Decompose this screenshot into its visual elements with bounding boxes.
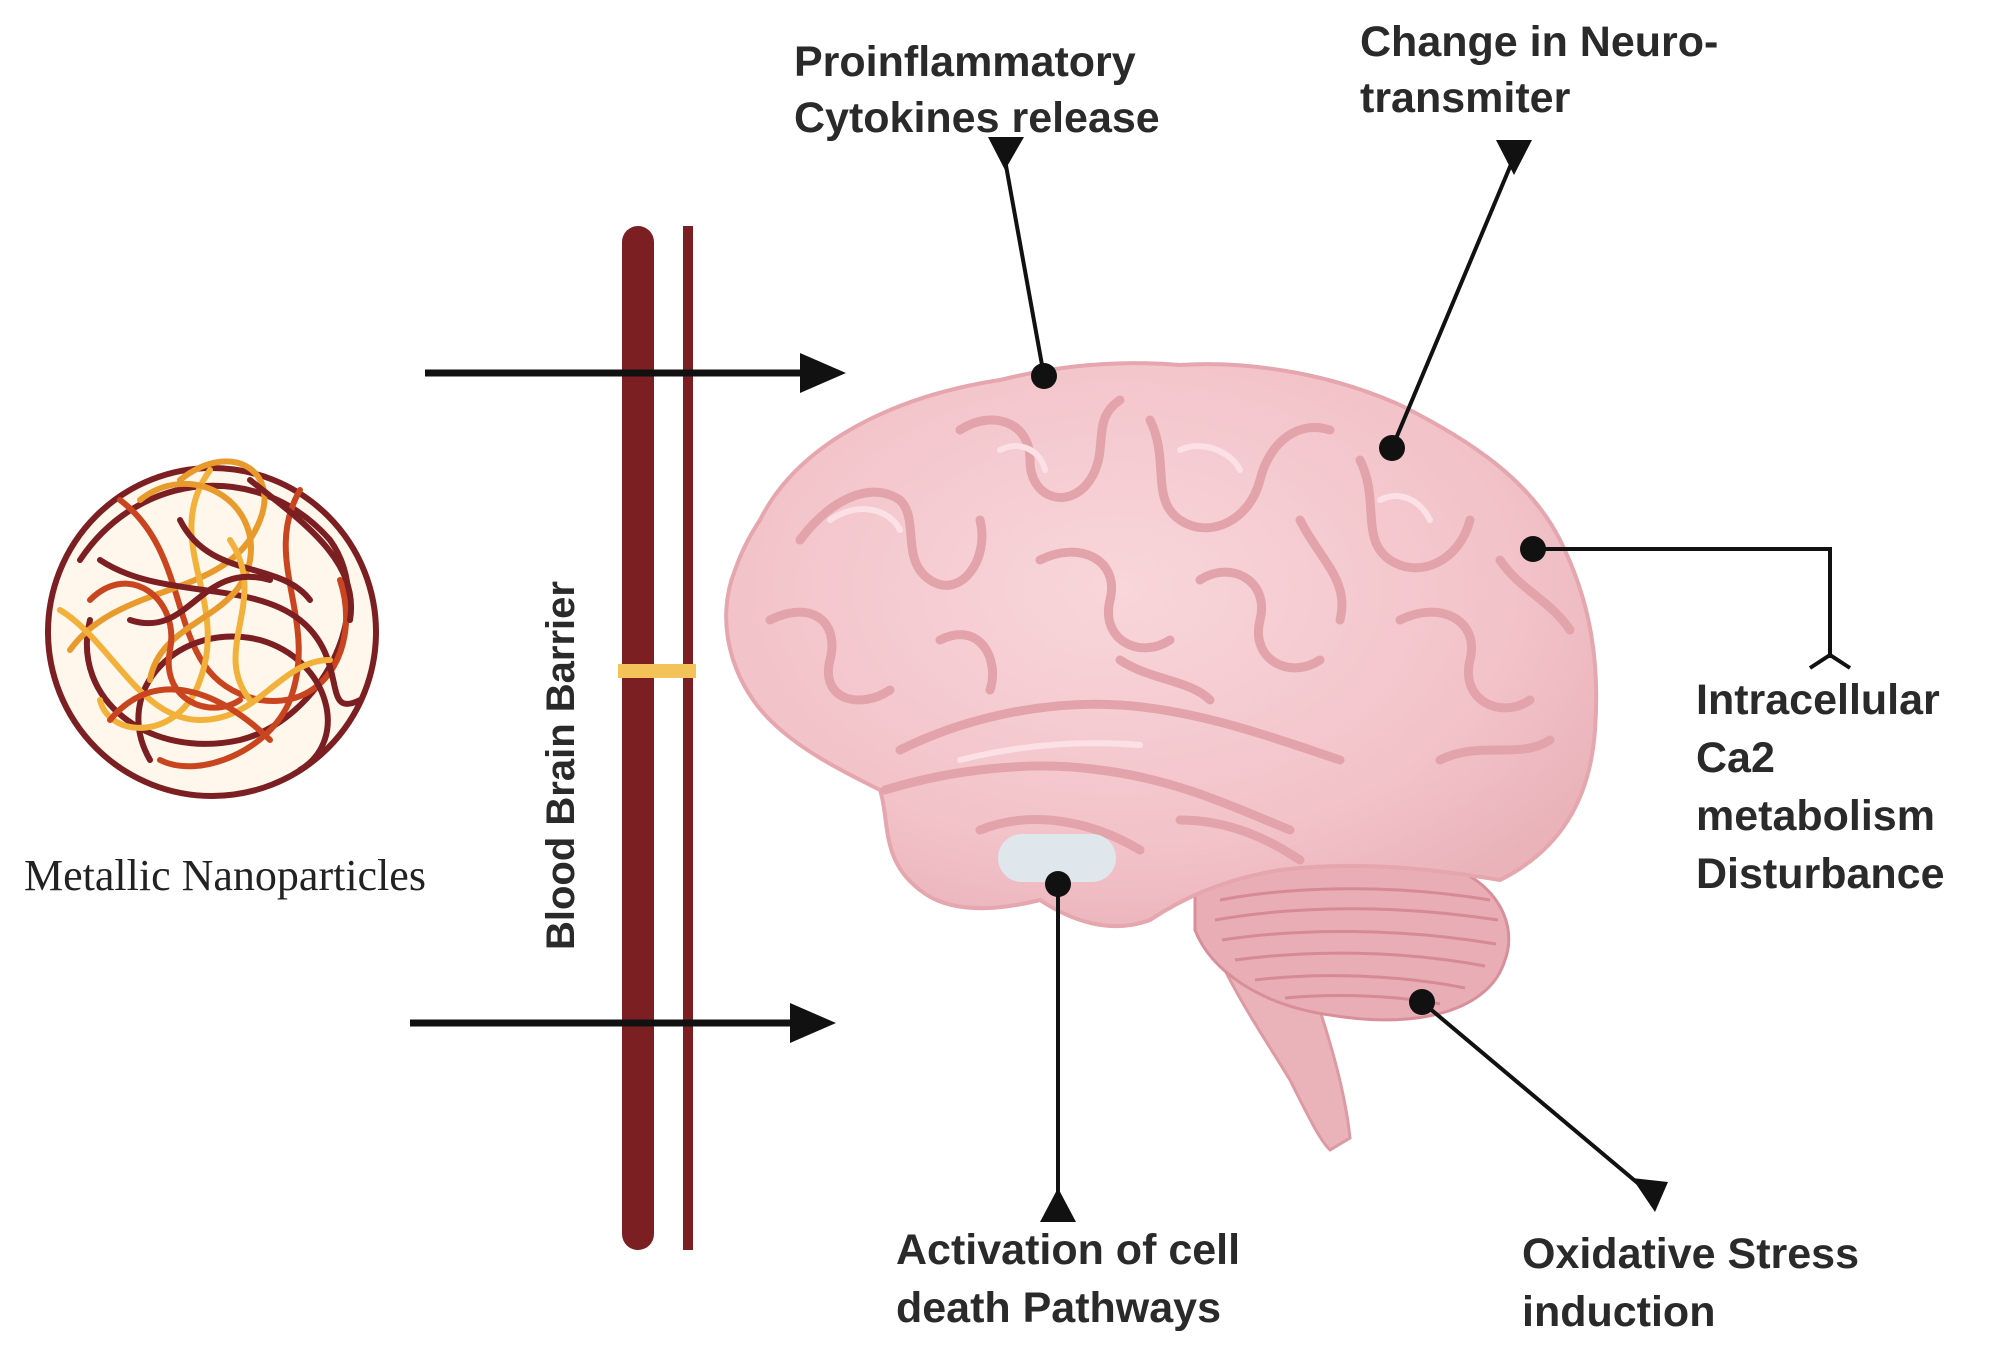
barrier-thick-wall [622,226,654,1250]
bottom-arrow [410,1003,836,1043]
callout-oxidative [1409,989,1668,1212]
top-arrow [425,353,846,393]
nanoparticles-label: Metallic Nanoparticles [24,851,426,900]
bbb-label: Blood Brain Barrier [539,581,583,950]
cerebellum-folds [1214,887,1499,1006]
celldeath-label-line2: death Pathways [896,1284,1221,1332]
calcium-label-line3: metabolism [1696,792,1935,840]
neurotransmitter-label-line2: transmiter [1360,74,1571,122]
proinflammatory-label-line2: Cytokines release [794,94,1160,142]
barrier-thin-wall [683,226,693,1250]
barrier-gap [618,664,696,678]
callout-celldeath [1040,871,1076,1222]
calcium-label-line4: Disturbance [1696,850,1945,898]
oxidative-label-line1: Oxidative Stress [1522,1230,1859,1278]
brain [724,361,1599,1152]
celldeath-label-line1: Activation of cell [896,1226,1240,1274]
neurotransmitter-label-line1: Change in Neuro- [1360,18,1718,66]
callout-neurotransmitter [1379,140,1532,461]
callout-calcium [1520,536,1852,670]
calcium-label-line1: Intracellular [1696,676,1940,724]
callout-proinflammatory [988,137,1057,389]
hippocampus-highlight [998,834,1116,882]
nanoparticle-ball [45,458,379,799]
oxidative-label-line2: induction [1522,1288,1715,1336]
calcium-label-line2: Ca2 [1696,734,1775,782]
proinflammatory-label-line1: Proinflammatory [794,38,1136,86]
